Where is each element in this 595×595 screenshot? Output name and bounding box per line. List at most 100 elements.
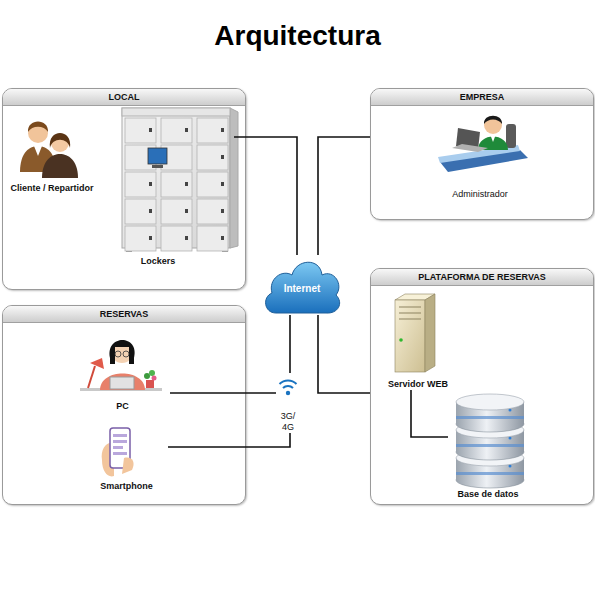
pc-user-icon-part xyxy=(80,388,162,391)
database-disk-band xyxy=(456,472,524,475)
wireless-icon-part xyxy=(283,386,293,388)
group-panel: EMPRESA Administrador xyxy=(370,88,594,220)
administrator-icon-part xyxy=(438,145,520,163)
locker-door xyxy=(125,172,156,197)
device-caption: Lockers xyxy=(112,256,234,267)
web-server-icon xyxy=(395,294,435,372)
locker-door xyxy=(161,172,192,197)
panel-title: LOCAL xyxy=(3,89,245,105)
device-label: Administrador xyxy=(425,189,535,200)
cloud-outline xyxy=(266,262,340,313)
network-link xyxy=(411,390,448,437)
locker-door xyxy=(125,226,156,251)
locker-cabinet-part xyxy=(230,108,238,248)
web-server-icon-part xyxy=(399,307,421,308)
locker-lock xyxy=(149,128,152,132)
network-link xyxy=(318,137,370,255)
network-link xyxy=(168,433,290,447)
database-disk-band xyxy=(456,416,524,419)
pc-user-icon-part xyxy=(123,351,129,357)
locker-cabinet-part xyxy=(222,248,228,252)
group-panel: LOCAL Cliente / RepartidorLockers xyxy=(2,88,246,290)
pc-user-icon-part xyxy=(146,380,154,388)
panel-title: PLATAFORMA DE RESERVAS xyxy=(371,269,593,285)
locker-lock xyxy=(185,236,188,240)
device-label: Base de datos xyxy=(448,489,528,500)
device-node: Servidor WEB xyxy=(380,290,456,390)
locker-cabinet xyxy=(122,108,238,252)
database-light xyxy=(509,465,512,468)
panel-header-bar: RESERVAS xyxy=(3,306,245,323)
network-cloud: Internet xyxy=(262,255,342,315)
people-icon-part xyxy=(42,154,78,178)
locker-lock xyxy=(149,236,152,240)
smartphone-icon-part xyxy=(102,443,114,476)
locker-lock xyxy=(185,182,188,186)
locker-door xyxy=(125,118,156,143)
administrator-icon xyxy=(438,116,528,172)
administrator-icon-part xyxy=(478,137,508,151)
locker-door xyxy=(161,118,192,143)
locker-door xyxy=(125,199,156,224)
locker-lock xyxy=(185,128,188,132)
locker-door xyxy=(161,145,192,170)
smartphone-icon-part xyxy=(113,440,127,443)
cloud-label: Internet xyxy=(284,277,321,294)
administrator-icon-part xyxy=(484,116,502,124)
locker-door xyxy=(197,226,228,251)
database-disk-bottom xyxy=(456,416,524,432)
database-icon xyxy=(456,394,524,488)
device-caption: 3G/ 4G xyxy=(276,411,300,433)
group-panel: RESERVAS PC Smartphone xyxy=(2,305,246,505)
locker-door xyxy=(125,145,156,170)
pc-user-icon-part xyxy=(110,340,135,364)
locker-lock xyxy=(221,182,224,186)
device-label: Servidor WEB xyxy=(380,379,456,390)
device-label: Cliente / Repartidor xyxy=(4,183,100,194)
smartphone-icon-part xyxy=(110,428,130,468)
locker-door xyxy=(161,199,192,224)
panel-title: EMPRESA xyxy=(371,89,593,105)
network-link xyxy=(170,392,276,394)
people-icon-part xyxy=(28,122,48,133)
locker-lock xyxy=(221,236,224,240)
administrator-icon-part xyxy=(452,144,488,152)
panel-header-bar: LOCAL xyxy=(3,89,245,106)
panel-title: RESERVAS xyxy=(3,306,245,322)
device-label: PC xyxy=(75,401,170,412)
smartphone-icon xyxy=(102,428,134,476)
device-node: Base de datos xyxy=(448,395,528,500)
administrator-icon-part xyxy=(456,128,480,150)
locker-door xyxy=(197,199,228,224)
locker-lock xyxy=(149,182,152,186)
device-label: 3G/ 4G xyxy=(276,411,300,433)
smartphone-icon-part xyxy=(113,446,123,449)
network-link xyxy=(289,315,291,373)
locker-cabinet-part xyxy=(122,108,230,248)
panel-header-bar: PLATAFORMA DE RESERVAS xyxy=(371,269,593,286)
pc-user-icon-part xyxy=(100,374,145,391)
locker-lock xyxy=(185,209,188,213)
people-icon-part xyxy=(50,133,70,148)
database-light xyxy=(509,437,512,440)
people-icon-part xyxy=(28,123,48,143)
device-caption: Administrador xyxy=(425,189,535,200)
pc-user-icon-part xyxy=(115,351,121,357)
database-disk-side xyxy=(456,430,524,452)
database-disk-top xyxy=(456,422,524,438)
locker-door xyxy=(197,172,228,197)
locker-lock xyxy=(221,128,224,132)
locker-lock xyxy=(149,155,152,159)
wireless-icon-part xyxy=(280,380,297,384)
pc-user-icon-part xyxy=(144,373,150,379)
people-icon-part xyxy=(34,146,42,156)
locker-cabinet-part xyxy=(122,108,230,116)
device-caption: Base de datos xyxy=(448,489,528,500)
network-link xyxy=(318,315,370,393)
locker-door xyxy=(197,118,228,143)
device-node: Smartphone xyxy=(85,425,168,492)
panel-header-bar: EMPRESA xyxy=(371,89,593,106)
device-caption: Cliente / Repartidor xyxy=(4,183,100,194)
web-server-icon-part xyxy=(399,338,403,342)
